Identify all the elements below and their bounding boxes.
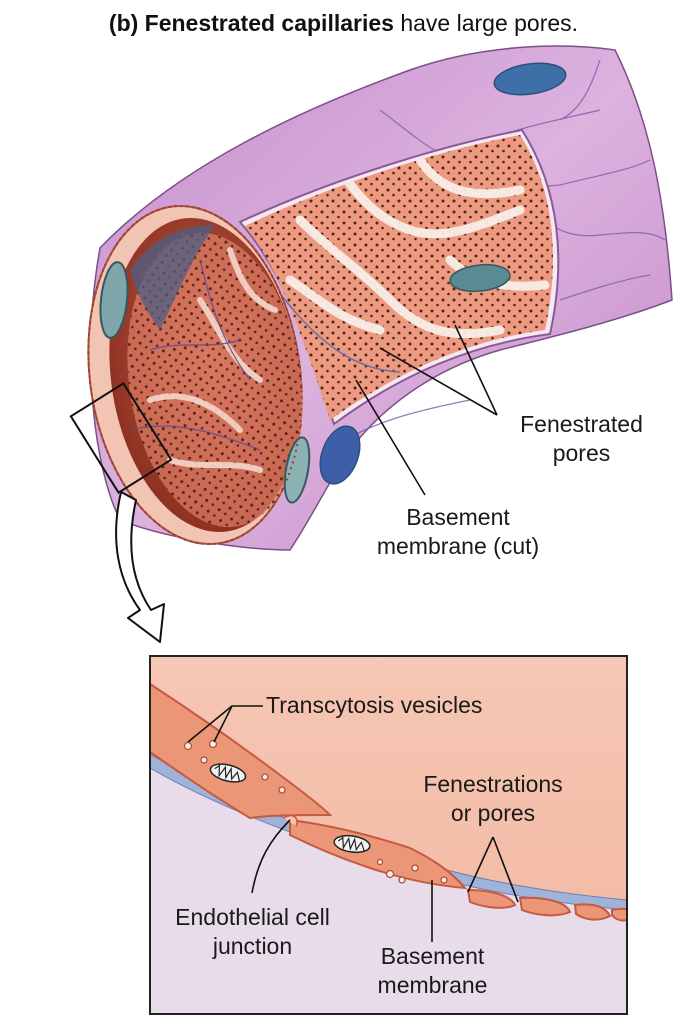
label-basement-membrane: Basement membrane <box>377 943 488 998</box>
label-transcytosis-vesicles: Transcytosis vesicles <box>266 692 483 718</box>
zoom-arrow <box>115 491 165 643</box>
nucleus-inner-window <box>449 263 511 293</box>
mitochondrion-2 <box>333 834 371 854</box>
leader-vesicles-b <box>187 705 233 743</box>
label-fenestrations-or-pores: Fenestrations or pores <box>423 771 563 826</box>
nucleus-rim-bottom <box>283 436 311 504</box>
label-fenestrated-pores: Fenestrated pores <box>520 411 643 466</box>
leader-fenestrated-pores-2 <box>379 347 498 416</box>
nucleus-rim-left <box>99 261 129 339</box>
inset-endothelial-cell-1 <box>150 682 333 820</box>
leader-endothelial-junction <box>251 819 291 894</box>
title-bold: (b) Fenestrated capillaries <box>108 10 394 36</box>
leader-fenestrations-2 <box>492 836 519 903</box>
title-rest: have large pores. <box>393 10 579 36</box>
leader-fenestrations-1 <box>467 836 494 893</box>
mitochondrion-1 <box>209 763 247 783</box>
leader-fenestrated-pores-1 <box>454 324 498 416</box>
leader-basement-cut <box>355 379 426 496</box>
nucleus-outer-bottom <box>319 425 361 485</box>
label-endothelial-cell-junction: Endothelial cell junction <box>175 904 330 959</box>
inset-frame <box>149 655 628 1015</box>
figure-title: (b) Fenestrated capillaries have large p… <box>0 8 687 38</box>
zoom-box <box>69 382 173 494</box>
nucleus-outer-top <box>493 62 567 96</box>
label-basement-membrane-cut: Basement membrane (cut) <box>376 504 540 559</box>
inset-endothelial-cell-2 <box>289 818 468 890</box>
